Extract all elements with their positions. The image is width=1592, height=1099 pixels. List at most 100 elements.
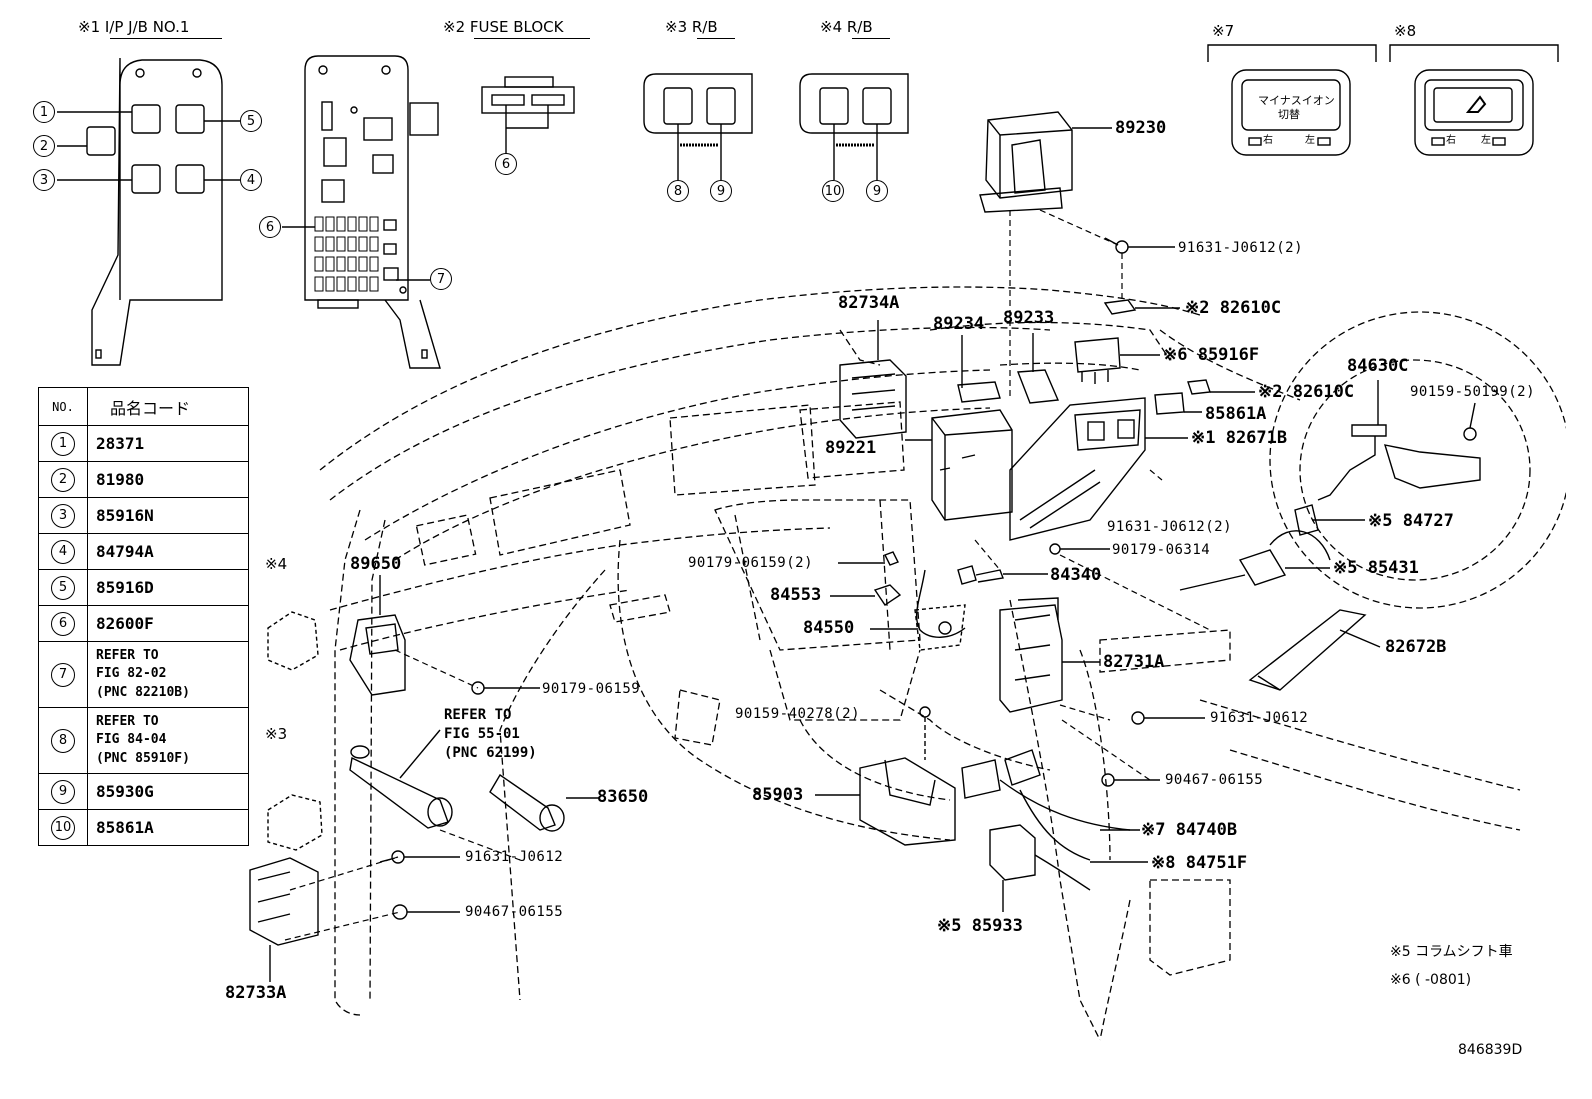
label-90467-06155-left: 90467-06155 (465, 904, 564, 920)
label-91631-j0612-left: 91631-J0612 (465, 849, 564, 865)
callout-9: 9 (710, 180, 732, 202)
label-91631-j0612-2-mid: 91631-J0612(2) (1107, 519, 1233, 535)
label-90467-06155-right: 90467-06155 (1165, 772, 1264, 788)
row-number: 7 (51, 662, 75, 687)
component-84727 (1294, 504, 1365, 536)
steering-wheel-drawing (1269, 311, 1566, 609)
relay-block-3-drawing (643, 73, 753, 180)
component-89221 (905, 409, 1013, 521)
table-row: 2 81980 (38, 461, 249, 498)
component-90179-06314 (1049, 543, 1110, 555)
component-89234 (957, 335, 1001, 403)
component-82671b (1009, 397, 1188, 541)
label-85933: ※5 85933 (937, 916, 1023, 936)
component-83650 (489, 773, 600, 832)
label-89650: 89650 (350, 554, 402, 574)
callout-9: 9 (866, 180, 888, 202)
label-90179-06159-2: 90179-06159(2) (688, 555, 814, 571)
label-84727: ※5 84727 (1368, 511, 1454, 531)
switch-8-left-mark: 右 (1446, 135, 1456, 146)
component-82610c-mid (1187, 379, 1255, 395)
component-82610c-top (1103, 299, 1180, 315)
row-code: 81980 (87, 461, 249, 498)
component-84340 (957, 565, 1048, 585)
switch-7-label-line1: マイナスイオン (1258, 94, 1335, 107)
label-82610c-top: ※2 82610C (1185, 298, 1282, 318)
row-number: 3 (51, 503, 75, 528)
header-underline (697, 38, 735, 39)
label-84553: 84553 (770, 585, 822, 605)
label-r4: ※4 (265, 555, 288, 573)
component-90179-06159 (471, 681, 540, 695)
callout-6: 6 (495, 153, 517, 175)
label-84340: 84340 (1050, 565, 1102, 585)
table-header: NO. 品名コード (38, 387, 249, 426)
refer-note-62199: REFER TO FIG 55-01 (PNC 62199) (444, 707, 537, 761)
label-82731a: 82731A (1103, 652, 1165, 672)
figure-id: 846839D (1458, 1042, 1523, 1058)
leader-lines (284, 209, 1211, 941)
row-number: 10 (51, 815, 75, 840)
row-code: 85861A (87, 809, 249, 846)
component-r3 (267, 794, 323, 851)
callout-1: 1 (33, 101, 55, 123)
label-84740b: ※7 84740B (1141, 820, 1238, 840)
component-bolt-91631-top (1104, 237, 1175, 254)
component-84550 (870, 569, 966, 651)
callout-2: 2 (33, 135, 55, 157)
component-refer-62199 (349, 729, 453, 829)
component-82731a (999, 597, 1100, 713)
switch-7-left-mark: 右 (1263, 135, 1273, 146)
label-82671b: ※1 82671B (1191, 428, 1288, 448)
row-code: 84794A (87, 533, 249, 570)
label-84630c: 84630C (1347, 356, 1409, 376)
component-82672b (1248, 609, 1381, 691)
row-code: 28371 (87, 425, 249, 462)
table-row: 5 85916D (38, 569, 249, 606)
label-82610c-mid: ※2 82610C (1258, 382, 1355, 402)
component-91631-j0612-right (1131, 711, 1205, 725)
row-code: 85916N (87, 497, 249, 534)
header-underline (852, 38, 890, 39)
part-code-table: NO. 品名コード 1 28371 2 81980 3 85916N 4 847… (38, 387, 249, 846)
switch-7-label-line2: 切替 (1278, 108, 1300, 121)
component-91631-j0612-left (379, 850, 460, 864)
column-header-code: 品名コード (87, 387, 249, 426)
relay-block-4-drawing (799, 73, 909, 180)
label-89234: 89234 (933, 314, 985, 334)
label-85916f: ※6 85916F (1163, 345, 1260, 365)
component-90159-50199 (1463, 402, 1477, 441)
label-82733a: 82733A (225, 983, 287, 1003)
label-84550: 84550 (803, 618, 855, 638)
fuse-block-small-drawing (481, 76, 575, 155)
switch-8-right-mark: 左 (1481, 135, 1491, 146)
component-90467-06155-right (1101, 773, 1160, 787)
callout-7: 7 (430, 268, 452, 290)
label-89230: 89230 (1115, 118, 1167, 138)
component-90159-40278 (919, 706, 931, 760)
callout-3: 3 (33, 169, 55, 191)
header-switch-7: ※7 (1212, 22, 1235, 40)
header-ip-jb: ※1 I/P J/B NO.1 (78, 18, 190, 36)
header-underline (110, 38, 222, 39)
note-column-shift: ※5 コラムシフト車 (1390, 944, 1513, 960)
label-89221: 89221 (825, 438, 877, 458)
component-84740b (961, 759, 1140, 831)
component-90179-06159-2 (838, 551, 899, 566)
table-row: 9 85930G (38, 773, 249, 810)
header-fuse-block: ※2 FUSE BLOCK (443, 18, 564, 36)
row-number: 2 (51, 467, 75, 492)
callout-8: 8 (667, 180, 689, 202)
label-82734a: 82734A (838, 293, 900, 313)
row-number: 5 (51, 575, 75, 600)
component-84751f (1004, 749, 1148, 863)
row-number: 4 (51, 539, 75, 564)
header-rb-3: ※3 R/B (665, 18, 718, 36)
ip-junction-block-drawing (57, 57, 240, 366)
switch-8-drawing (1389, 44, 1559, 156)
label-89233: 89233 (1003, 308, 1055, 328)
label-90179-06159: 90179-06159 (542, 681, 641, 697)
